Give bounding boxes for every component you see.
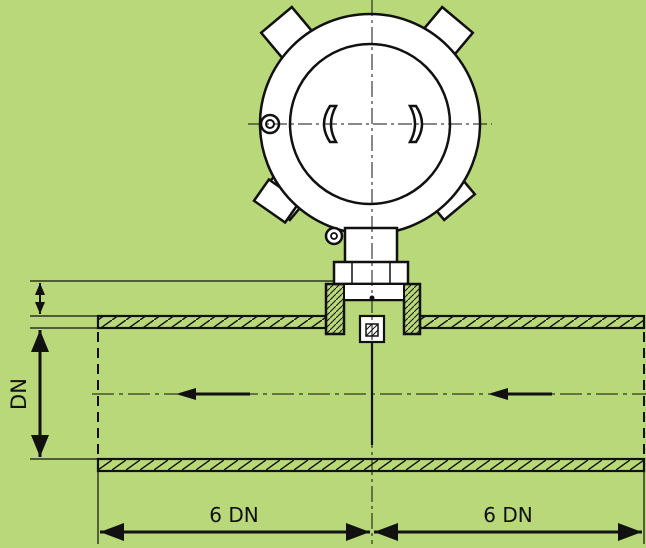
arrow-left-icon: [176, 388, 250, 400]
arrow-left-icon: [488, 388, 552, 400]
double-arrow-icon: [31, 330, 49, 457]
pipe-wall-top-right: [418, 314, 646, 330]
pipe-wall-top-left: [96, 314, 328, 330]
pipe-wall-bottom: [96, 457, 646, 473]
dimension-label-right: 6 DN: [483, 503, 532, 527]
double-arrow-icon: [374, 523, 642, 541]
double-arrow-icon: [35, 283, 45, 314]
double-arrow-icon: [100, 523, 370, 541]
dimension-label-dn: DN: [7, 378, 31, 410]
ground-screw-icon: [324, 226, 344, 246]
transmitter-housing: [248, 5, 492, 246]
transmitter-neck: [343, 226, 399, 266]
pipe: [92, 314, 646, 473]
dimension-label-left: 6 DN: [209, 503, 258, 527]
hex-nut: [332, 260, 410, 286]
sensor-fitting: [324, 226, 422, 445]
